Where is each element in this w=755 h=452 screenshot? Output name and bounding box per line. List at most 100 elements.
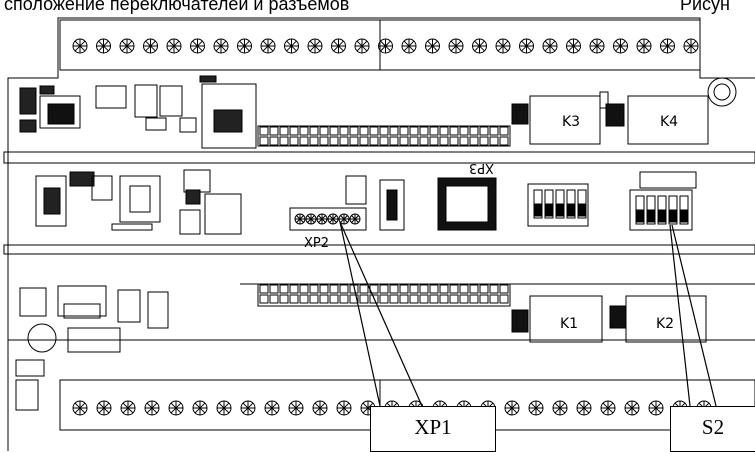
header-pin xyxy=(439,126,449,136)
header-pin xyxy=(479,284,489,294)
dip-switch-icon xyxy=(544,189,554,219)
header-pin xyxy=(269,284,279,294)
header-pin xyxy=(449,136,459,146)
header-pin xyxy=(259,294,269,304)
header-pin xyxy=(469,294,479,304)
header-pin xyxy=(269,294,279,304)
dip-switch-icon xyxy=(657,195,667,225)
header-pin xyxy=(459,126,469,136)
terminal-screw-icon xyxy=(495,38,511,54)
dip-switch-s2 xyxy=(629,171,697,231)
header-pin xyxy=(429,136,439,146)
header-pin xyxy=(319,136,329,146)
header-pin xyxy=(349,136,359,146)
header-pin xyxy=(449,284,459,294)
header-pin xyxy=(389,294,399,304)
header-pin xyxy=(359,136,369,146)
header-pin xyxy=(399,284,409,294)
terminal-screw-icon xyxy=(636,38,652,54)
terminal-screw-icon xyxy=(237,38,252,54)
terminal-screw-icon xyxy=(166,38,182,54)
header-pin xyxy=(469,284,479,294)
header-pin xyxy=(309,126,319,136)
leader-lines xyxy=(339,221,717,407)
relay-k3: K3 xyxy=(511,91,609,145)
label-k4: K4 xyxy=(660,114,678,130)
header-pin xyxy=(489,136,499,146)
terminal-screw-icon xyxy=(144,400,160,416)
terminal-screw-icon xyxy=(552,400,568,416)
xp1-pin-icon xyxy=(349,213,361,225)
header-pin xyxy=(279,126,289,136)
header-pin xyxy=(429,126,439,136)
header-pin xyxy=(489,126,499,136)
header-pin xyxy=(389,126,399,136)
terminal-screw-icon xyxy=(240,400,256,416)
header-pin xyxy=(289,284,299,294)
terminal-screw-icon xyxy=(216,400,232,416)
callout-s2: S2 xyxy=(670,406,755,452)
header-pin xyxy=(429,294,439,304)
header-pin xyxy=(389,284,399,294)
header-pin xyxy=(469,126,479,136)
dip-switch-knob xyxy=(636,209,644,223)
terminal-screw-icon xyxy=(683,38,699,54)
header-pin xyxy=(319,126,329,136)
header-pin xyxy=(439,284,449,294)
header-pin xyxy=(429,284,439,294)
dip-switch-knob xyxy=(567,203,575,217)
header-pin xyxy=(259,284,269,294)
header-pin xyxy=(499,126,509,136)
header-pin xyxy=(349,126,359,136)
header-pin xyxy=(479,136,489,146)
label-k1: K1 xyxy=(560,316,578,332)
header-pin xyxy=(269,136,279,146)
xp1-pin-icon xyxy=(305,213,317,225)
header-pin xyxy=(409,294,419,304)
dip-switch-icon xyxy=(566,189,576,219)
dip-switch-icon xyxy=(679,195,689,225)
header-pin xyxy=(399,126,409,136)
terminal-screw-icon xyxy=(425,38,440,54)
header-pin xyxy=(399,136,409,146)
dip-switch-icon xyxy=(646,195,656,225)
terminal-screw-icon xyxy=(72,38,88,54)
terminal-screw-icon xyxy=(120,400,136,416)
label-k3: K3 xyxy=(562,114,580,130)
header-pin xyxy=(469,136,479,146)
board-outline-top xyxy=(7,17,755,451)
terminal-screw-icon xyxy=(307,38,323,54)
component-group-lower-left xyxy=(15,285,169,411)
header-pin xyxy=(299,136,309,146)
header-pin xyxy=(389,136,399,146)
component-group-upper-left xyxy=(19,75,257,149)
terminal-screw-icon xyxy=(96,400,112,416)
header-pin xyxy=(369,126,379,136)
header-pin xyxy=(379,294,389,304)
header-pin xyxy=(459,284,469,294)
terminal-screw-icon xyxy=(119,38,135,54)
header-pin xyxy=(299,126,309,136)
relay-k4: K4 xyxy=(605,77,737,145)
terminal-screw-icon xyxy=(378,38,393,54)
header-pin xyxy=(379,284,389,294)
header-pin xyxy=(279,294,289,304)
dip-switch-icon xyxy=(668,195,678,225)
dip-switch-icon xyxy=(577,189,587,219)
header-pin xyxy=(339,136,349,146)
terminal-screw-icon xyxy=(264,400,280,416)
relay-k2: K2 xyxy=(609,295,707,343)
terminal-screw-icon xyxy=(336,400,352,416)
header-pin xyxy=(489,294,499,304)
callout-xp1: XP1 xyxy=(370,406,496,452)
dip-switch-knob xyxy=(578,203,586,217)
terminal-screw-icon xyxy=(519,38,534,54)
header-pin xyxy=(319,294,329,304)
terminal-screw-icon xyxy=(648,400,664,416)
dip-switch-knob xyxy=(534,203,542,217)
connector-xp1 xyxy=(289,207,367,231)
terminal-screw-icon xyxy=(72,400,88,416)
header-pin xyxy=(419,284,429,294)
header-pin xyxy=(479,294,489,304)
